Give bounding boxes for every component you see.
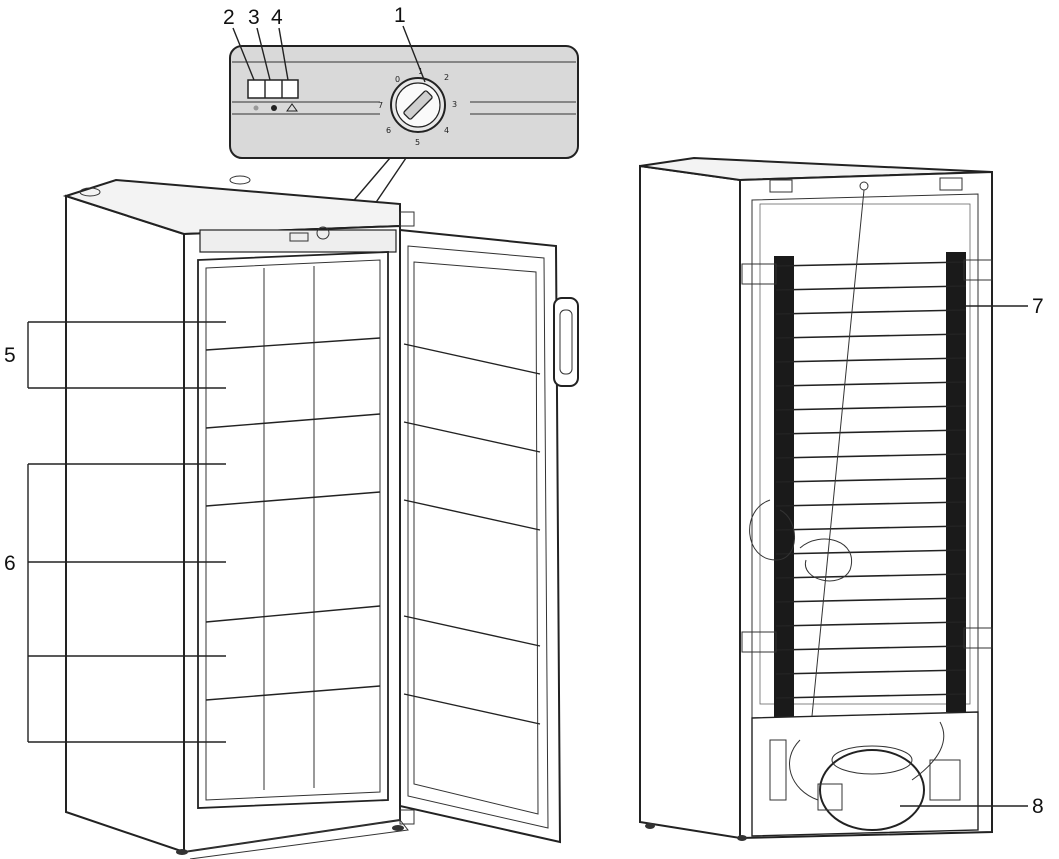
dial-mark-7: 7 — [378, 101, 383, 110]
dial-mark-3: 3 — [452, 100, 457, 109]
callout-3: 3 — [248, 6, 260, 29]
control-panel-inset: 0 1 2 3 4 5 6 7 — [229, 25, 579, 159]
door-handle — [553, 297, 579, 387]
alarm-warning-icon — [286, 103, 298, 112]
callout-6: 6 — [4, 552, 16, 575]
dial-mark-5: 5 — [415, 138, 420, 147]
callout-8: 8 — [1032, 795, 1044, 818]
power-light-icon — [253, 105, 259, 111]
callout-7: 7 — [1032, 295, 1044, 318]
callout-4: 4 — [271, 6, 283, 29]
shelves — [205, 337, 381, 701]
temperature-dial: 0 1 2 3 4 5 6 7 — [378, 67, 457, 147]
compressor — [789, 721, 945, 831]
leaders-left — [27, 321, 226, 743]
dial-mark-0: 0 — [395, 75, 400, 84]
indicator-lights — [247, 79, 299, 112]
dial-mark-2: 2 — [444, 73, 449, 82]
callout-1: 1 — [394, 4, 406, 27]
condenser-coil — [775, 261, 967, 699]
callout-5: 5 — [4, 344, 16, 367]
condenser-rail-left — [774, 256, 794, 718]
dial-mark-4: 4 — [444, 126, 449, 135]
front-freezer — [62, 175, 579, 859]
cooling-light-icon — [271, 105, 277, 111]
dial-mark-6: 6 — [386, 126, 391, 135]
rear-view — [639, 156, 993, 841]
callout-2: 2 — [223, 6, 235, 29]
condenser-rail-right — [946, 252, 966, 712]
